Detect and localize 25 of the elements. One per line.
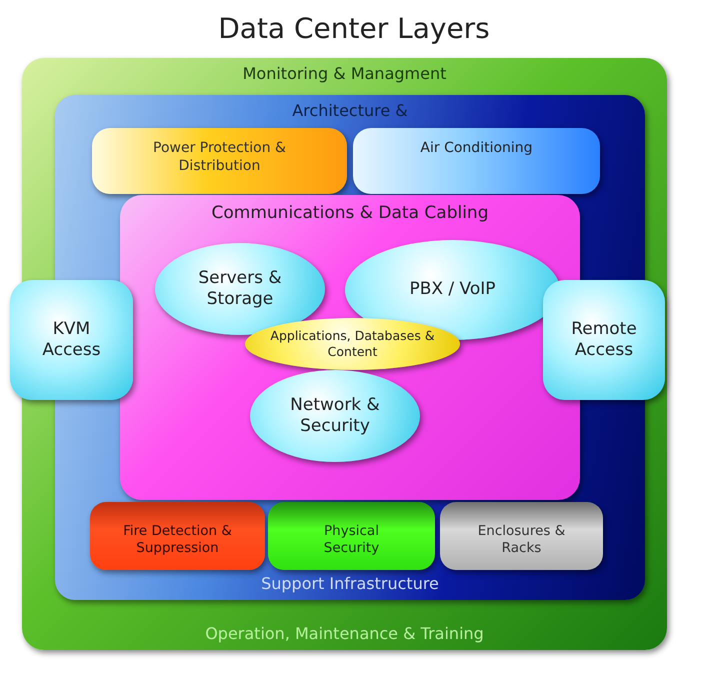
layer-label: Servers & Storage bbox=[197, 268, 283, 310]
diagram-title: Data Center Layers bbox=[217, 12, 491, 45]
layer-label: Remote Access bbox=[570, 318, 638, 362]
layer-box bbox=[268, 502, 435, 570]
layer-box bbox=[92, 128, 347, 194]
layer-label: Network & Security bbox=[289, 394, 381, 438]
layer-label: Fire Detection & Suppression bbox=[122, 523, 233, 557]
layer-label: Physical Security bbox=[322, 523, 380, 557]
layer-label: Power Protection & Distribution bbox=[152, 140, 287, 175]
layer-label: Support Infrastructure bbox=[260, 574, 440, 594]
layer-label: KVM Access bbox=[41, 318, 102, 362]
layer-panel bbox=[22, 58, 667, 650]
layer-label: Monitoring & Managment bbox=[242, 64, 448, 84]
layer-box bbox=[353, 128, 600, 194]
layer-label: Air Conditioning bbox=[419, 140, 534, 158]
layer-label: Architecture & bbox=[291, 101, 409, 121]
layer-label: PBX / VoIP bbox=[408, 279, 497, 301]
access-box bbox=[543, 280, 665, 400]
layer-label: Operation, Maintenance & Training bbox=[204, 624, 485, 644]
layer-label: Communications & Data Cabling bbox=[210, 203, 490, 224]
layer-label: Enclosures & Racks bbox=[476, 523, 566, 557]
layer-box bbox=[440, 502, 603, 570]
layer-label: Applications, Databases & Content bbox=[269, 328, 436, 360]
access-box bbox=[10, 280, 133, 400]
layer-box bbox=[90, 502, 265, 570]
